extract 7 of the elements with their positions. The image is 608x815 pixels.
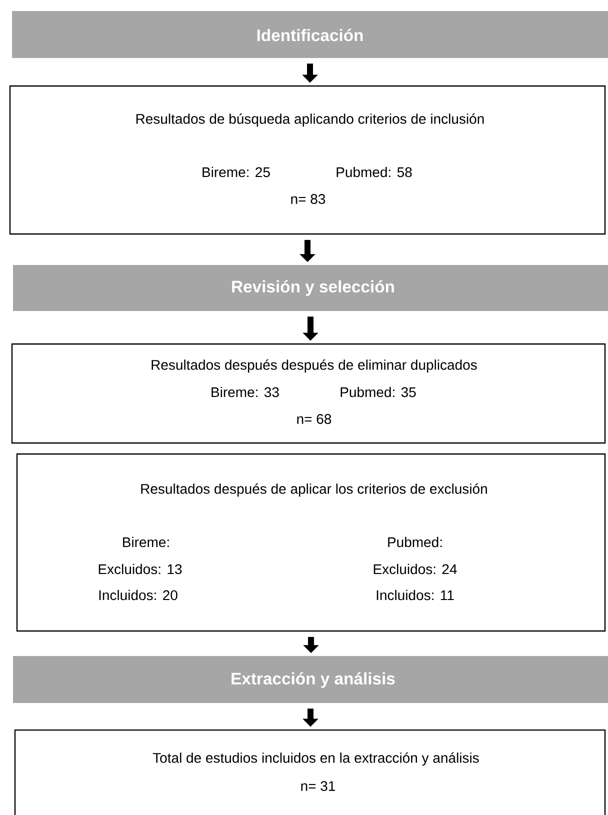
process-box: Resultados después de aplicar los criterios de exclusión Bireme: Excluidos: 13 Incluidos: 20 Pubmed: Excluidos: 24 Incluidos: 11 <box>16 453 606 632</box>
process-box: Resultados de búsqueda aplicando criterios de inclusión Bireme: 25 Pubmed: 58 n= 83 <box>9 85 606 235</box>
section-band: Extracción y análisis <box>13 656 608 703</box>
section-band: Identificación <box>12 11 608 58</box>
section-band: Revisión y selección <box>13 265 608 311</box>
process-box: Resultados después después de eliminar duplicados Bireme: 33 Pubmed: 35 n= 68 <box>11 343 606 444</box>
process-box: Total de estudios incluidos en la extracción y análisis n= 31 <box>14 729 606 815</box>
